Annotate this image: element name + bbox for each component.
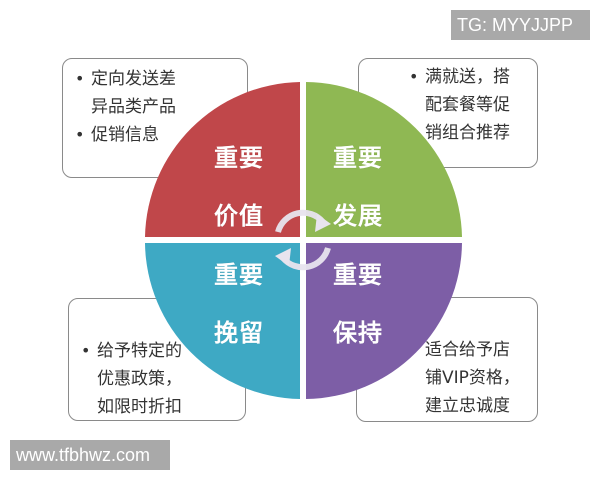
quadrant-bottom-left — [145, 243, 300, 399]
watermark-top-right: TG: MYYJJPP — [451, 10, 590, 40]
quadrant-top-left — [145, 82, 300, 237]
bullet-text: 建立忠诚度 — [425, 396, 510, 416]
quadrant-label-top-left-line1: 重要 — [214, 144, 264, 172]
bullet-text: 优惠政策， — [97, 369, 182, 389]
quadrant-label-top-right-line2: 发展 — [333, 202, 383, 230]
quadrant-label-bottom-left-line1: 重要 — [214, 261, 264, 289]
quadrant-label-bottom-right-line1: 重要 — [333, 261, 383, 289]
bullet-text: 定向发送差 — [91, 69, 176, 89]
bullet-item: 给予特定的 优惠政策， 如限时折扣 — [75, 337, 245, 421]
bullet-text: 适合给予店 — [425, 340, 510, 360]
bullet-text: 异品类产品 — [91, 97, 176, 117]
bullet-text: 满就送，搭 — [425, 67, 510, 87]
bullet-text: 给予特定的 — [97, 341, 182, 361]
quadrant-label-top-left-line2: 价值 — [214, 202, 264, 230]
bullet-text: 配套餐等促 — [425, 95, 510, 115]
bullet-item: 适合给予店 铺VIP资格， 建立忠诚度 — [403, 336, 537, 420]
quadrant-top-right — [306, 82, 462, 237]
bullet-text: 如限时折扣 — [97, 397, 182, 417]
bullet-item: 定向发送差 异品类产品 — [69, 65, 247, 121]
bullet-item: 促销信息 — [69, 121, 247, 149]
bullet-text: 铺VIP资格， — [425, 368, 520, 388]
callout-box-top-right: 满就送，搭 配套餐等促 销组合推荐 — [358, 58, 538, 168]
bullet-text: 促销信息 — [91, 125, 159, 145]
quadrant-circle — [145, 82, 462, 399]
bullet-item: 满就送，搭 配套餐等促 销组合推荐 — [403, 63, 537, 147]
watermark-bottom-left: www.tfbhwz.com — [10, 440, 170, 470]
quadrant-label-bottom-left-line2: 挽留 — [214, 319, 264, 347]
quadrant-bottom-right — [306, 243, 462, 399]
bullet-text: 销组合推荐 — [425, 123, 510, 143]
quadrant-label-bottom-right-line2: 保持 — [333, 319, 383, 347]
quadrant-label-top-right-line1: 重要 — [333, 144, 383, 172]
